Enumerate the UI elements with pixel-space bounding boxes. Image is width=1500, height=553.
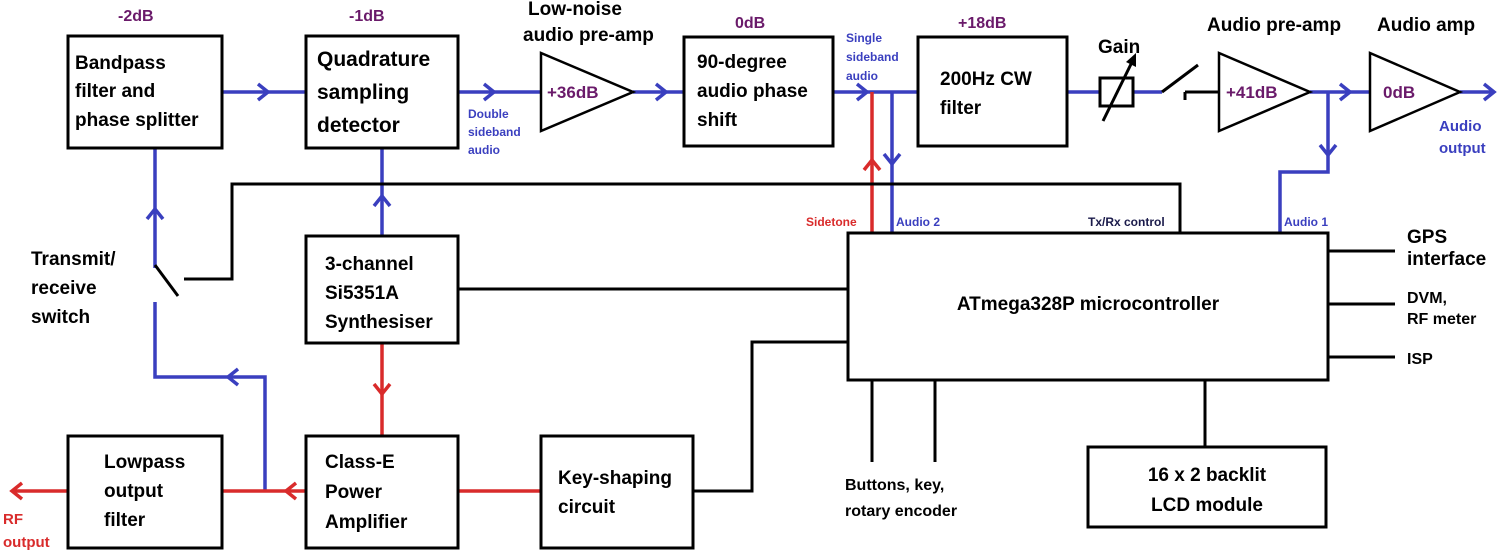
dsb-label-1: Double: [468, 107, 509, 121]
cw-line-2: filter: [940, 98, 982, 119]
phase-line-3: shift: [697, 110, 738, 131]
qsd-line-2: sampling: [317, 81, 409, 104]
phase-shift-gain: 0dB: [735, 15, 765, 32]
tr-switch-label-3: switch: [31, 307, 90, 328]
transmit-wires: [9, 92, 882, 501]
keyshape-line-1: Key-shaping: [558, 468, 672, 489]
bandpass-filter-block: Bandpass filter and phase splitter: [66, 34, 224, 150]
lna-title-1: Low-noise: [528, 0, 622, 20]
control-wires: [153, 63, 1395, 493]
qsd-gain: -1dB: [349, 8, 385, 25]
txrx-label: Tx/Rx control: [1088, 215, 1165, 229]
lcd-line-1: 16 x 2 backlit: [1148, 465, 1267, 486]
keyshape-line-2: circuit: [558, 497, 616, 518]
bandpass-line-2: filter and: [75, 81, 155, 102]
power-amplifier-block: Class-E Power Amplifier: [304, 434, 460, 550]
audio2-label: Audio 2: [896, 215, 940, 229]
cw-line-1: 200Hz CW: [940, 69, 1032, 90]
dsb-label-2: sideband: [468, 125, 521, 139]
gain-label: Gain: [1098, 37, 1140, 58]
lowpass-line-3: filter: [104, 510, 146, 531]
buttons-label-2: rotary encoder: [845, 503, 957, 520]
bandpass-gain: -2dB: [118, 8, 154, 25]
audioamp-title: Audio amp: [1377, 15, 1475, 36]
lna-gain: +36dB: [547, 83, 599, 102]
pa-line-3: Amplifier: [325, 512, 408, 533]
low-noise-preamp: +36dB: [539, 51, 637, 133]
dvm-label-1: DVM,: [1407, 290, 1447, 307]
tr-switch-label-2: receive: [31, 278, 97, 299]
audio-output-1: Audio: [1439, 118, 1482, 135]
synthesiser-block: 3-channel Si5351A Synthesiser: [304, 234, 460, 345]
gain-control-icon: [1098, 53, 1136, 122]
quadrature-detector-block: Quadrature sampling detector: [304, 34, 460, 150]
receive-signal-wires: [145, 82, 1497, 491]
bandpass-line-1: Bandpass: [75, 53, 166, 74]
phase-line-1: 90-degree: [697, 52, 787, 73]
lna-title-2: audio pre-amp: [523, 25, 654, 46]
audioamp-gain: 0dB: [1383, 83, 1415, 102]
rf-output-2: output: [3, 534, 50, 551]
synth-line-2: Si5351A: [325, 283, 399, 304]
sidetone-label: Sidetone: [806, 215, 857, 229]
pa-line-2: Power: [325, 482, 383, 503]
qsd-line-1: Quadrature: [317, 48, 430, 71]
buttons-label-1: Buttons, key,: [845, 477, 944, 494]
lowpass-line-1: Lowpass: [104, 452, 185, 473]
dsb-label-3: audio: [468, 143, 500, 157]
audio-preamp: +41dB: [1217, 51, 1314, 133]
phase-line-2: audio phase: [697, 81, 808, 102]
tr-switch-label-1: Transmit/: [31, 249, 116, 270]
microcontroller-block: ATmega328P microcontroller: [846, 231, 1330, 382]
qsd-line-3: detector: [317, 114, 400, 137]
audio-output-2: output: [1439, 140, 1486, 157]
lcd-module-block: 16 x 2 backlit LCD module: [1086, 445, 1328, 529]
gps-label-1: GPS: [1407, 227, 1447, 248]
ssb-label-1: Single: [846, 31, 882, 45]
synth-line-1: 3-channel: [325, 254, 414, 275]
lowpass-filter-block: Lowpass output filter: [66, 434, 224, 550]
audio-amp: 0dB: [1368, 51, 1464, 133]
isp-label: ISP: [1407, 351, 1433, 368]
audio1-label: Audio 1: [1284, 215, 1328, 229]
cw-filter-gain: +18dB: [958, 15, 1006, 32]
ssb-label-2: sideband: [846, 50, 899, 64]
dvm-label-2: RF meter: [1407, 311, 1476, 328]
phase-shift-block: 90-degree audio phase shift: [682, 35, 835, 148]
lcd-line-2: LCD module: [1151, 495, 1263, 516]
gps-label-2: interface: [1407, 249, 1486, 270]
rf-output-1: RF: [3, 511, 23, 528]
mcu-label: ATmega328P microcontroller: [957, 294, 1220, 315]
pa-line-1: Class-E: [325, 452, 395, 473]
preamp-title: Audio pre-amp: [1207, 15, 1341, 36]
cw-filter-block: 200Hz CW filter: [916, 35, 1069, 148]
preamp-gain: +41dB: [1226, 83, 1278, 102]
lowpass-line-2: output: [104, 481, 164, 502]
key-shaping-block: Key-shaping circuit: [539, 434, 695, 550]
bandpass-line-3: phase splitter: [75, 110, 199, 131]
synth-line-3: Synthesiser: [325, 312, 433, 333]
ssb-label-3: audio: [846, 69, 878, 83]
